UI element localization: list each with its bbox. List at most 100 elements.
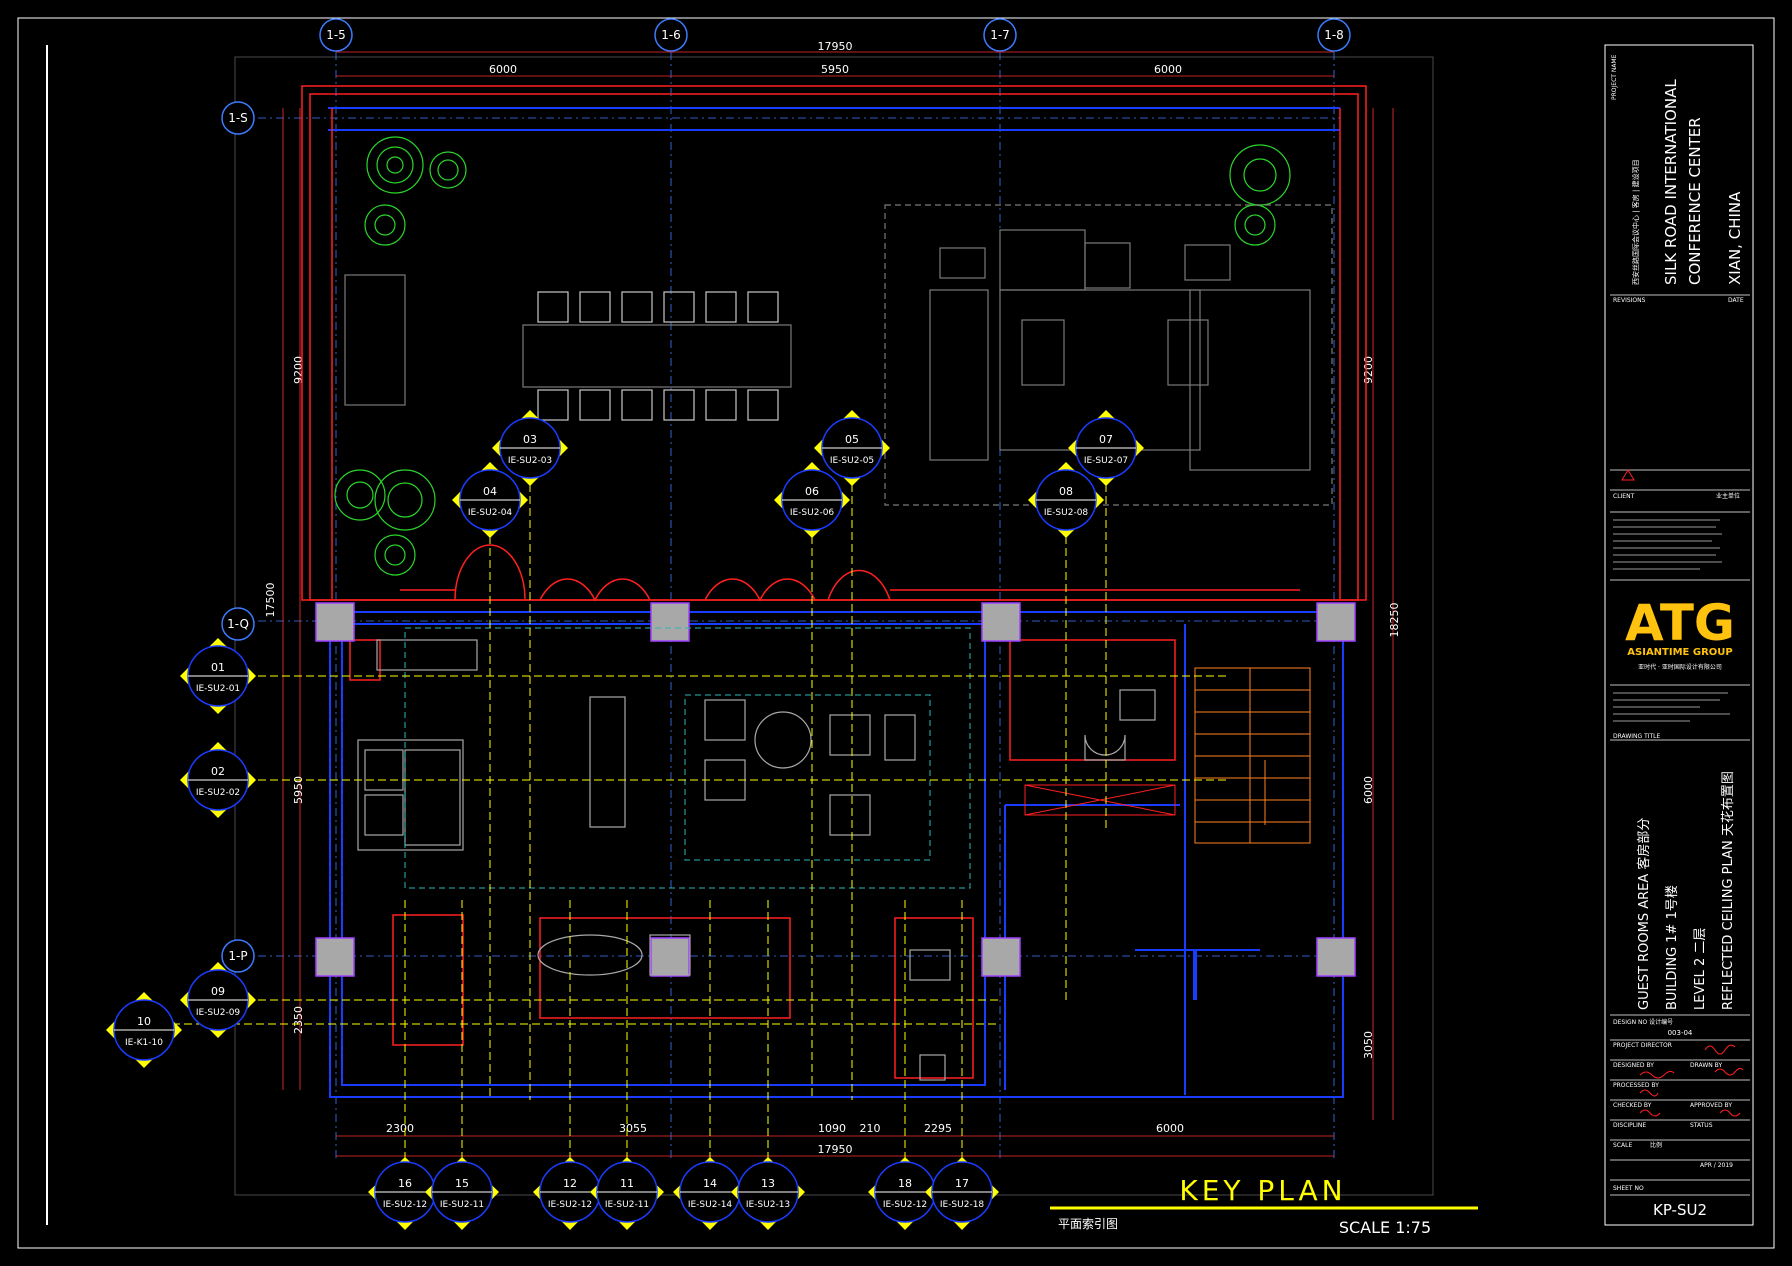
project-director-label: PROJECT DIRECTOR: [1613, 1042, 1672, 1049]
scale-value: 比例: [1650, 1141, 1662, 1149]
design-no-label: DESIGN NO 设计编号: [1613, 1018, 1673, 1026]
grid-lines: [258, 52, 1340, 1160]
client-value: 业主单位: [1716, 492, 1740, 500]
section-marker-10[interactable]: 10 IE-K1-10: [106, 992, 182, 1068]
atg-logo-cn: 亚时代 · 亚时国际设计有限公司: [1638, 663, 1722, 671]
section-ref: IE-SU2-11: [605, 1200, 649, 1210]
grid-label-1-S: 1-S: [228, 111, 248, 125]
section-num: 17: [955, 1177, 969, 1190]
dimensions-bottom: [336, 1135, 1334, 1157]
section-marker-14[interactable]: 14 IE-SU2-14: [673, 1157, 747, 1230]
signature-scribbles: [1639, 1044, 1744, 1117]
section-markers-left: 01 IE-SU2-01 02 IE-SU2-02 09 IE-SU2-09 1…: [106, 638, 256, 1068]
section-marker-03[interactable]: 03 IE-SU2-03: [492, 410, 568, 486]
section-markers-bottom: 16 IE-SU2-12 15 IE-SU2-11 12 IE-SU2-12 1…: [368, 1157, 999, 1230]
approved-by-label: APPROVED BY: [1690, 1102, 1732, 1109]
section-markers-top: 03 IE-SU2-03 04 IE-SU2-04 05 IE-SU2-05 0…: [452, 410, 1144, 538]
dim-right-seg-3: 3050: [1362, 1031, 1375, 1059]
title-block: [1604, 44, 1754, 1226]
section-marker-04[interactable]: 04 IE-SU2-04: [452, 462, 528, 538]
tree-icon: [334, 136, 1291, 576]
project-name-line3: XIAN, CHINA: [1726, 191, 1744, 285]
grid-label-1-Q: 1-Q: [227, 617, 249, 631]
section-marker-02[interactable]: 02 IE-SU2-02: [180, 742, 256, 818]
grid-label-1-5: 1-5: [326, 28, 346, 42]
title-line4: REFLECTED CEILING PLAN 天花布置图: [1720, 771, 1736, 1010]
dim-top-seg-2: 5950: [821, 63, 849, 76]
warning-icon: [1621, 469, 1635, 481]
dim-bottom-seg-5: 2295: [924, 1122, 952, 1135]
dim-bottom-seg-3: 1090: [818, 1122, 846, 1135]
section-marker-16[interactable]: 16 IE-SU2-12: [368, 1157, 442, 1230]
dim-left-seg-3: 2350: [292, 1006, 305, 1034]
dim-left-seg-2: 5950: [292, 776, 305, 804]
atg-logo-sub: ASIANTIME GROUP: [1627, 647, 1732, 658]
design-no: 003-04: [1668, 1029, 1693, 1037]
dim-right-outer: 18250: [1388, 603, 1401, 638]
section-num: 04: [483, 485, 497, 498]
sheet-number: KP-SU2: [1653, 1201, 1707, 1219]
dim-bottom-seg-4: 210: [860, 1122, 881, 1135]
section-marker-07[interactable]: 07 IE-SU2-07: [1068, 410, 1144, 486]
section-num: 13: [761, 1177, 775, 1190]
section-ref: IE-SU2-01: [196, 684, 240, 694]
dimensions-right: [1372, 108, 1394, 1120]
dim-top-total: 17950: [818, 40, 853, 53]
section-ref: IE-SU2-09: [196, 1008, 241, 1018]
drawing-title-label: DRAWING TITLE: [1613, 733, 1661, 740]
section-num: 08: [1059, 485, 1073, 498]
section-ref: IE-SU2-12: [383, 1200, 427, 1210]
project-name-line1: SILK ROAD INTERNATIONAL: [1662, 79, 1680, 285]
section-marker-01[interactable]: 01 IE-SU2-01: [180, 638, 256, 714]
section-marker-08[interactable]: 08 IE-SU2-08: [1028, 462, 1104, 538]
atg-logo: ATG: [1625, 594, 1735, 652]
section-ref: IE-SU2-14: [688, 1200, 733, 1210]
section-marker-15[interactable]: 15 IE-SU2-11: [425, 1157, 499, 1230]
section-num: 15: [455, 1177, 469, 1190]
date-value: APR / 2019: [1700, 1162, 1733, 1169]
section-num: 14: [703, 1177, 717, 1190]
processed-by-label: PROCESSED BY: [1613, 1082, 1659, 1089]
section-ref: IE-K1-10: [125, 1038, 163, 1048]
scale-label: SCALE: [1613, 1142, 1632, 1149]
checked-by-label: CHECKED BY: [1613, 1102, 1652, 1109]
section-marker-05[interactable]: 05 IE-SU2-05: [814, 410, 890, 486]
grid-bubbles-top: 1-5 1-6 1-7 1-8: [319, 18, 1351, 52]
section-ref: IE-SU2-12: [548, 1200, 592, 1210]
stair: [1194, 667, 1311, 844]
section-marker-06[interactable]: 06 IE-SU2-06: [774, 462, 850, 538]
section-ref: IE-SU2-06: [790, 508, 835, 518]
door-arcs: [400, 544, 1300, 602]
title-line2: BUILDING 1# 1号楼: [1665, 885, 1680, 1010]
designed-by-label: DESIGNED BY: [1613, 1062, 1654, 1069]
dashed-ceiling-zones: [404, 627, 971, 889]
section-ref: IE-SU2-12: [883, 1200, 927, 1210]
section-num: 02: [211, 765, 225, 778]
section-num: 05: [845, 433, 859, 446]
grid-label-1-P: 1-P: [228, 949, 247, 963]
discipline-label: DISCIPLINE: [1613, 1122, 1646, 1129]
grid-label-1-8: 1-8: [1324, 28, 1344, 42]
project-name-label: PROJECT NAME: [1611, 54, 1618, 100]
sheet-no-label: SHEET NO: [1613, 1185, 1644, 1192]
grid-label-1-7: 1-7: [990, 28, 1010, 42]
legal-notes: [1613, 519, 1722, 570]
section-num: 18: [898, 1177, 912, 1190]
title-line3: LEVEL 2 二层: [1693, 928, 1708, 1010]
section-ref: IE-SU2-13: [746, 1200, 790, 1210]
company-info: [1613, 692, 1730, 722]
dim-top-seg-1: 6000: [489, 63, 517, 76]
section-marker-13[interactable]: 13 IE-SU2-13: [731, 1157, 805, 1230]
project-name-cn: 西安丝路国际会议中心 | 客房 | 建设项目: [1631, 159, 1640, 285]
section-marker-11[interactable]: 11 IE-SU2-11: [590, 1157, 664, 1230]
section-marker-17[interactable]: 17 IE-SU2-18: [925, 1157, 999, 1230]
section-marker-18[interactable]: 18 IE-SU2-12: [868, 1157, 942, 1230]
dim-bottom-seg-1: 2300: [386, 1122, 414, 1135]
structural-columns: [315, 602, 1356, 977]
section-ref: IE-SU2-03: [508, 456, 552, 466]
dim-bottom-seg-6: 6000: [1156, 1122, 1184, 1135]
section-marker-09[interactable]: 09 IE-SU2-09: [180, 962, 256, 1038]
revisions-label: REVISIONS: [1613, 297, 1646, 304]
interior-partitions: [349, 639, 1176, 1079]
section-num: 11: [620, 1177, 634, 1190]
